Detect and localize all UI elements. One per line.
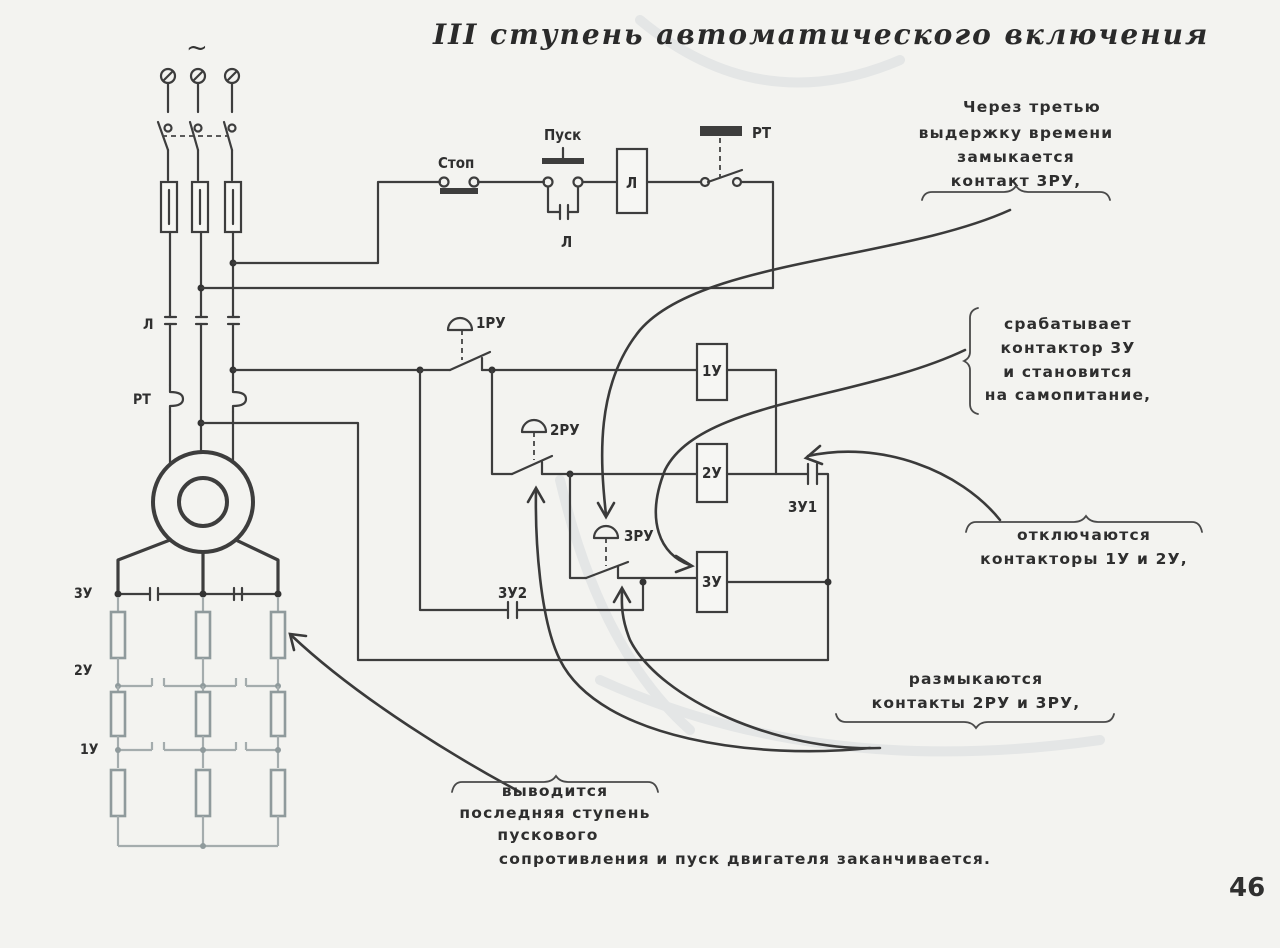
note-2-line-2: контактор 3У <box>1000 339 1135 357</box>
label-start: Пуск <box>544 126 581 144</box>
start-button-icon <box>542 158 584 164</box>
power-terminals <box>159 67 241 85</box>
label-thermal-side: РТ <box>133 392 151 408</box>
label-relay-2ru: 2РУ <box>550 421 580 439</box>
control-circuit <box>199 126 832 662</box>
arrow-note1 <box>600 208 1012 517</box>
label-side-1u: 1У <box>80 742 99 758</box>
note-1: Через третью выдержку времени замыкается… <box>919 98 1114 201</box>
arrow-note4a <box>534 488 872 753</box>
note-1-line-3: замыкается <box>957 148 1075 166</box>
note-1-line-4: контакт 3РУ, <box>951 172 1082 190</box>
note-2-line-4: на самопитание, <box>985 386 1152 404</box>
note-5-line-1: выводится <box>502 782 609 800</box>
note-1-line-1: Через третью <box>963 98 1101 116</box>
note-1-line-2: выдержку времени <box>919 124 1114 142</box>
note-3-line-1: отключаются <box>1017 526 1151 544</box>
label-thermal-top: РТ <box>752 124 772 142</box>
note-5-line-2: последняя ступень <box>459 804 650 822</box>
label-side-3u: 3У <box>74 586 93 602</box>
ac-symbol: ~ <box>186 33 208 63</box>
label-relay-3ru: 3РУ <box>624 527 654 545</box>
note-4: размыкаются контакты 2РУ и 3РУ, <box>835 670 1115 730</box>
label-line-contact: Л <box>143 317 153 333</box>
note-4-brace <box>835 713 1115 730</box>
note-2-line-3: и становится <box>1003 363 1132 381</box>
note-4-line-2: контакты 2РУ и 3РУ, <box>872 694 1081 712</box>
note-2: срабатывает контактор 3У и становится на… <box>961 307 1152 415</box>
label-coil-l: Л <box>626 174 637 192</box>
power-lines <box>163 230 248 470</box>
arrow-note4b <box>620 588 882 750</box>
note-5-line-3: пускового <box>497 826 598 844</box>
arrow-note2 <box>654 348 967 567</box>
resistor-bank <box>109 586 287 849</box>
note-3-line-2: контакторы 1У и 2У, <box>980 550 1188 568</box>
label-coil-3u: 3У <box>702 573 722 591</box>
note-5-brace <box>451 774 659 793</box>
annotation-arrows <box>288 208 1012 794</box>
motor-icon <box>116 450 280 594</box>
label-stop: Стоп <box>438 154 474 172</box>
note-2-brace <box>961 307 979 415</box>
coil-l <box>615 147 649 215</box>
fuses <box>159 180 243 234</box>
note-3: отключаются контакторы 1У и 2У, <box>965 514 1203 568</box>
note-3-brace <box>965 514 1203 533</box>
label-self-hold: Л <box>561 233 572 251</box>
arrow-note5 <box>290 634 522 794</box>
note-1-brace <box>921 184 1111 201</box>
page-number: 46 <box>1229 873 1265 903</box>
label-contact-3u1: 3У1 <box>788 498 817 516</box>
thermal-relay-icon <box>700 126 742 136</box>
label-contact-3u2: 3У2 <box>498 584 527 602</box>
label-coil-2u: 2У <box>702 464 722 482</box>
stop-button-icon <box>440 188 478 194</box>
page-title: III ступень автоматического включения <box>432 18 1209 51</box>
arrow-note3 <box>806 450 1002 522</box>
main-switch <box>156 81 237 182</box>
note-5-line-4: сопротивления и пуск двигателя заканчива… <box>499 850 991 868</box>
note-5: выводится последняя ступень пускового со… <box>451 774 991 868</box>
coil-1u <box>695 342 729 402</box>
note-4-line-1: размыкаются <box>909 670 1044 688</box>
label-coil-1u: 1У <box>702 362 722 380</box>
note-2-line-1: срабатывает <box>1004 315 1132 333</box>
label-relay-1ru: 1РУ <box>476 314 506 332</box>
label-side-2u: 2У <box>74 663 93 679</box>
ghost-arrows <box>555 15 1105 757</box>
